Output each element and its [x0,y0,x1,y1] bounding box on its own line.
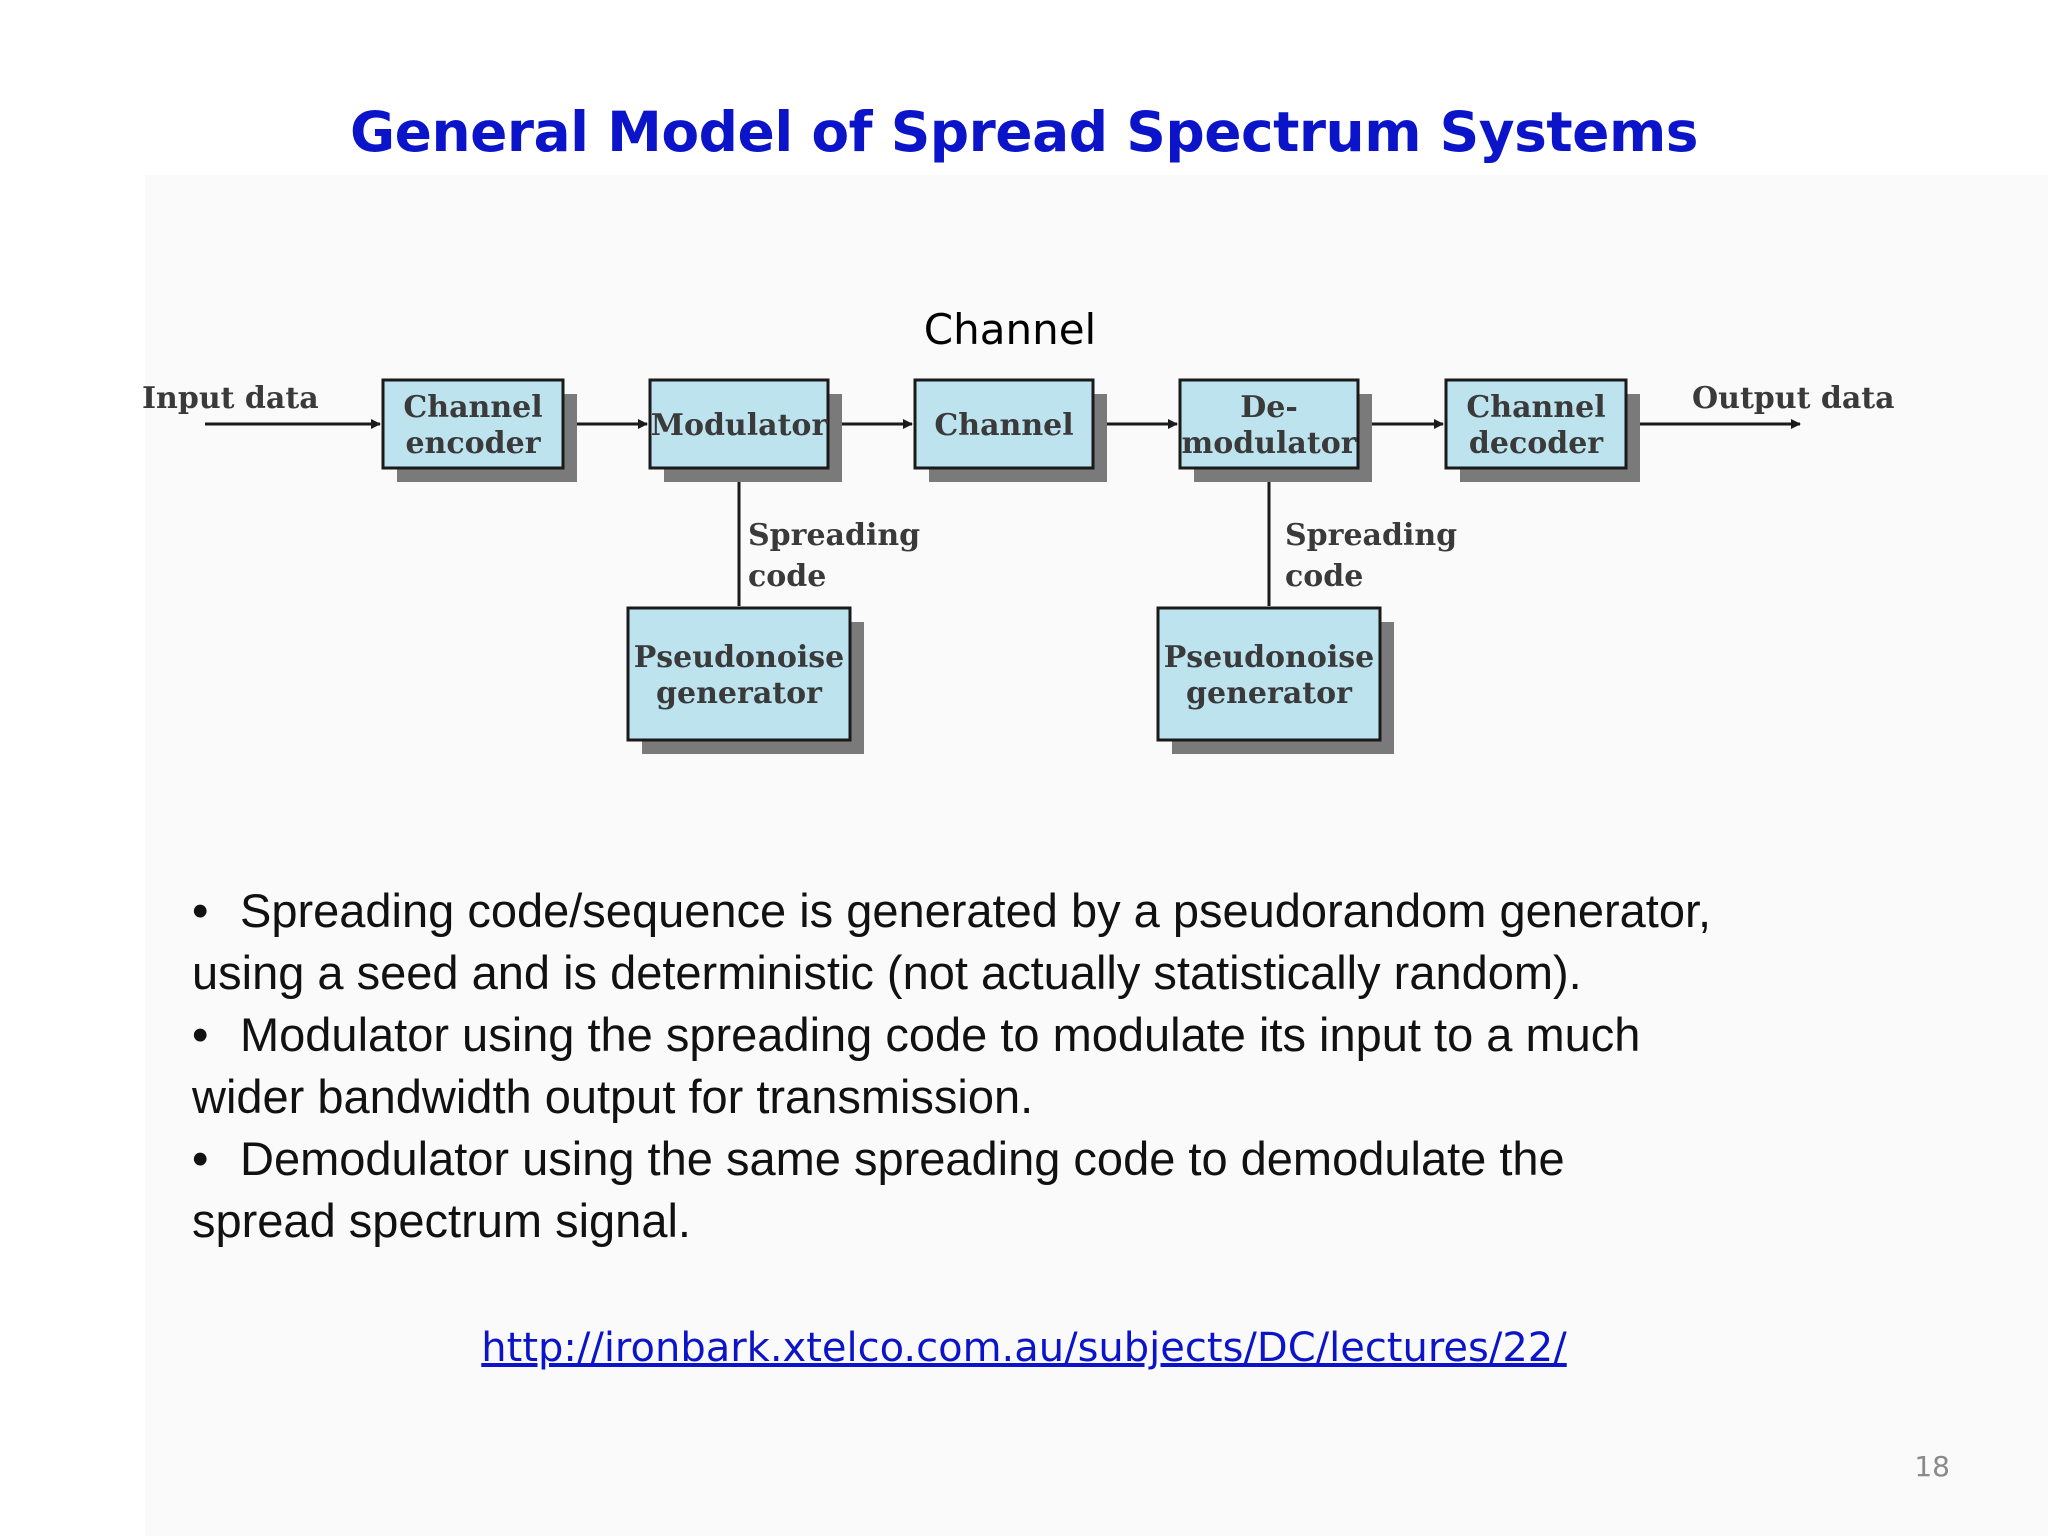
block-box [913,378,1095,470]
block-label: Channel [403,390,542,425]
block-box [1178,378,1360,470]
page-number: 18 [1914,1450,1950,1483]
bullet-item-1: •Spreading code/sequence is generated by… [192,880,1912,942]
spreading-code-rx-label-line1: Spreading [1285,518,1457,553]
block-label: De- [1240,390,1298,425]
block-label: encoder [405,426,541,461]
input-data-label: Input data [142,381,319,416]
block-box [1444,378,1628,470]
spreading-code-tx-label-line2: code [748,559,826,594]
block-label: generator [1186,676,1353,711]
block-label: Pseudonoise [1164,640,1375,675]
demodulator-block: De-modulator [1178,378,1372,482]
block-box [1156,606,1382,742]
bullet-item-3: •Demodulator using the same spreading co… [192,1128,1912,1190]
modulator-block: Modulator [648,378,842,482]
output-data-label: Output data [1692,381,1895,416]
bullet-list: •Spreading code/sequence is generated by… [192,880,1912,1252]
block-label: modulator [1181,426,1357,461]
channel-block: Channel [913,378,1107,482]
block-box [648,378,830,470]
block-box [381,378,565,470]
source-link[interactable]: http://ironbark.xtelco.com.au/subjects/D… [481,1325,1567,1371]
bullet-item-2: •Modulator using the spreading code to m… [192,1004,1912,1066]
bullet-icon: • [192,1008,209,1061]
block-label: Channel [934,408,1073,443]
source-link-container: http://ironbark.xtelco.com.au/subjects/D… [0,1325,2048,1371]
bullet-item-2-cont: wider bandwidth output for transmission. [192,1070,1034,1123]
block-label: Pseudonoise [634,640,845,675]
bullet-icon: • [192,1132,209,1185]
channel-caption: Channel [923,305,1097,354]
bullet-item-1-cont: using a seed and is deterministic (not a… [192,946,1582,999]
spreading-code-tx-label-line1: Spreading [748,518,920,553]
block-label: decoder [1469,426,1604,461]
block-label: Modulator [651,408,829,443]
block-box [626,606,852,742]
spreading-code-rx-label-line2: code [1285,559,1363,594]
slide-title: General Model of Spread Spectrum Systems [350,100,1699,164]
bullet-icon: • [192,884,209,937]
block-label: generator [656,676,823,711]
bullet-item-3-cont: spread spectrum signal. [192,1194,691,1247]
block-label: Channel [1466,390,1605,425]
